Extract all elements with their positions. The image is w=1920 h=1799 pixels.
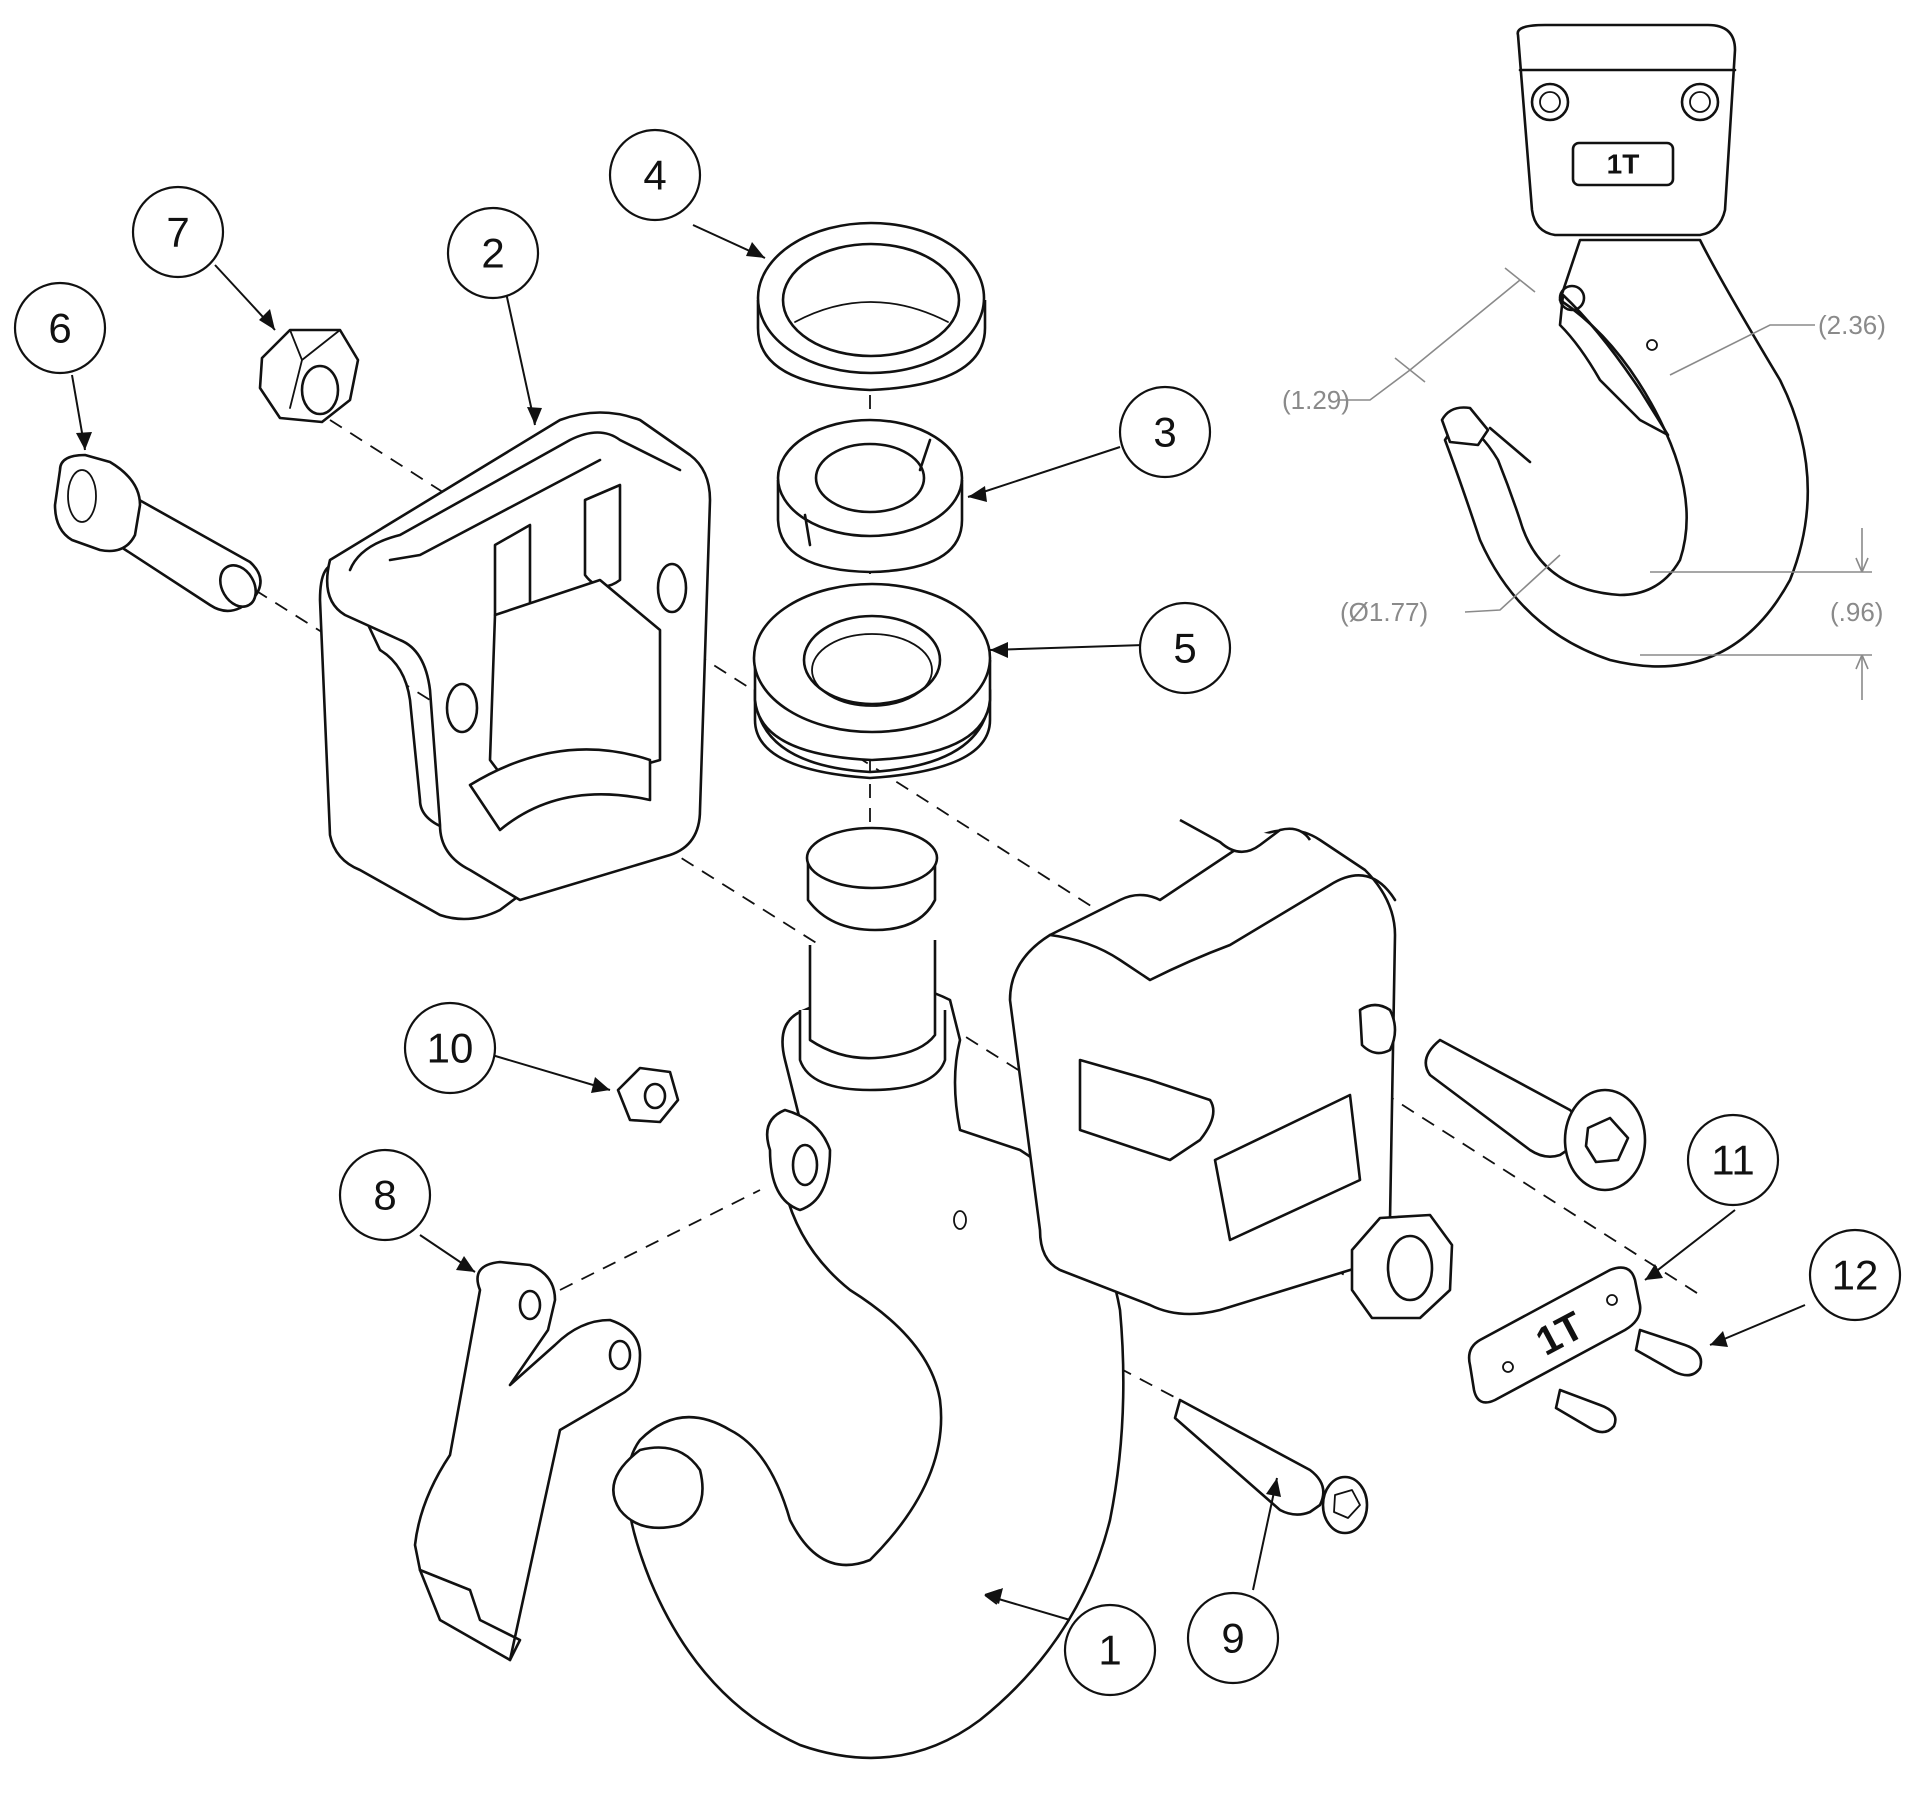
dim-reach: (2.36) [1818, 310, 1886, 340]
balloon-5: 5 [1138, 601, 1232, 695]
svg-text:6: 6 [48, 305, 71, 352]
balloon-10: 10 [403, 1001, 497, 1095]
part-3-split-collar [776, 418, 964, 574]
svg-text:5: 5 [1173, 625, 1196, 672]
part-10-small-nut [616, 1066, 680, 1124]
balloon-4: 4 [608, 128, 702, 222]
inset-plate-marking: 1T [1607, 149, 1640, 180]
balloon-12: 12 [1808, 1228, 1902, 1322]
dim-bowl-diameter: (Ø1.77) [1340, 597, 1428, 627]
part-7-nut [258, 328, 360, 424]
svg-text:11: 11 [1711, 1137, 1755, 1184]
svg-text:4: 4 [643, 152, 666, 199]
svg-text:10: 10 [427, 1025, 474, 1072]
part-12-rivets [1554, 1328, 1703, 1434]
part-9-pin [1173, 1398, 1369, 1535]
svg-text:1: 1 [1098, 1627, 1121, 1674]
part-8-latch [413, 1260, 642, 1662]
inset-assembled-hook: 1T [1440, 23, 1810, 668]
svg-text:12: 12 [1832, 1252, 1879, 1299]
svg-text:9: 9 [1221, 1615, 1244, 1662]
part-5-thrust-bearing [752, 582, 992, 780]
svg-text:8: 8 [373, 1172, 396, 1219]
dim-section-depth: (.96) [1830, 597, 1883, 627]
balloon-9: 9 [1186, 1591, 1280, 1685]
part-2-block-half-lower [1008, 818, 1397, 1316]
balloon-leaders [71, 224, 1806, 1621]
dim-throat-opening: (1.29) [1282, 385, 1350, 415]
svg-text:2: 2 [481, 230, 504, 277]
part-6-bolt [53, 453, 262, 613]
part-2-block-half [318, 411, 712, 921]
part-7-nut-lower [1350, 1213, 1454, 1320]
balloon-3: 3 [1118, 385, 1212, 479]
balloon-11: 11 [1686, 1113, 1780, 1207]
part-4-ring [756, 221, 987, 392]
balloon-1: 1 [1063, 1603, 1157, 1697]
inset-dimensions: (1.29) (2.36) (Ø1.77) (.96) [1282, 267, 1886, 700]
part-11-plate: 1T [1467, 1266, 1642, 1404]
balloon-8: 8 [338, 1148, 432, 1242]
part-6-bolt-lower [1424, 1038, 1647, 1192]
svg-text:7: 7 [166, 209, 189, 256]
balloon-7: 7 [131, 185, 225, 279]
svg-text:3: 3 [1153, 409, 1176, 456]
balloon-6: 6 [13, 281, 107, 375]
balloon-2: 2 [446, 206, 540, 300]
